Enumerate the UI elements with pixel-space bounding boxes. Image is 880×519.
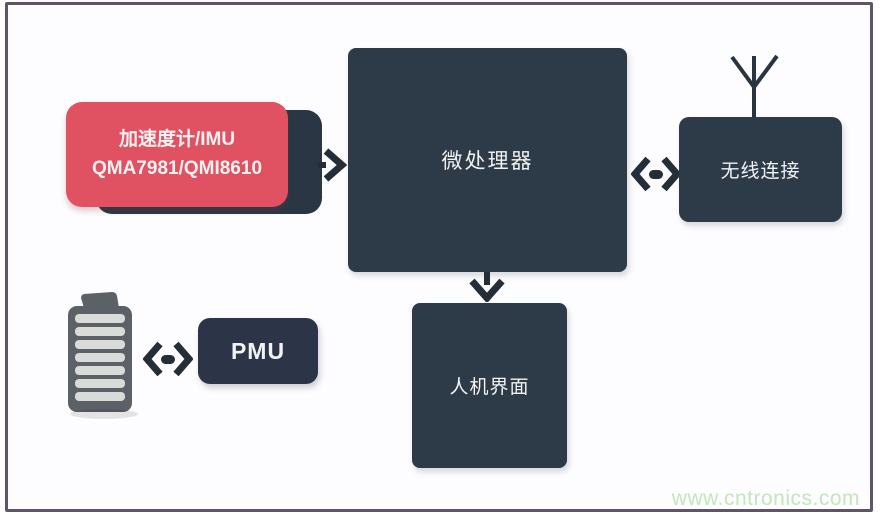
hmi-node: 人机界面 [412, 303, 567, 468]
wireless-label: 无线连接 [720, 161, 801, 182]
hmi-label: 人机界面 [449, 377, 530, 398]
battery-icon [68, 292, 138, 419]
bidirectional-arrow-mcu-wireless-icon [631, 156, 681, 192]
accelerometer-node: 加速度计/IMU QMA7981/QMI8610 [66, 102, 288, 207]
pmu-node: PMU [198, 318, 318, 384]
pmu-label: PMU [230, 337, 286, 364]
arrow-right-icon [318, 148, 347, 182]
accelerometer-label-line1: 加速度计/IMU [118, 129, 236, 150]
watermark-text: www.cntronics.com [671, 487, 860, 510]
wireless-node: 无线连接 [679, 117, 842, 222]
bidirectional-arrow-battery-pmu-icon [143, 341, 193, 377]
accelerometer-label-line2: QMA7981/QMI8610 [91, 157, 263, 179]
mcu-label: 微处理器 [441, 150, 534, 173]
mcu-node: 微处理器 [348, 48, 627, 272]
antenna-icon [730, 54, 779, 118]
arrow-down-icon [469, 272, 505, 302]
